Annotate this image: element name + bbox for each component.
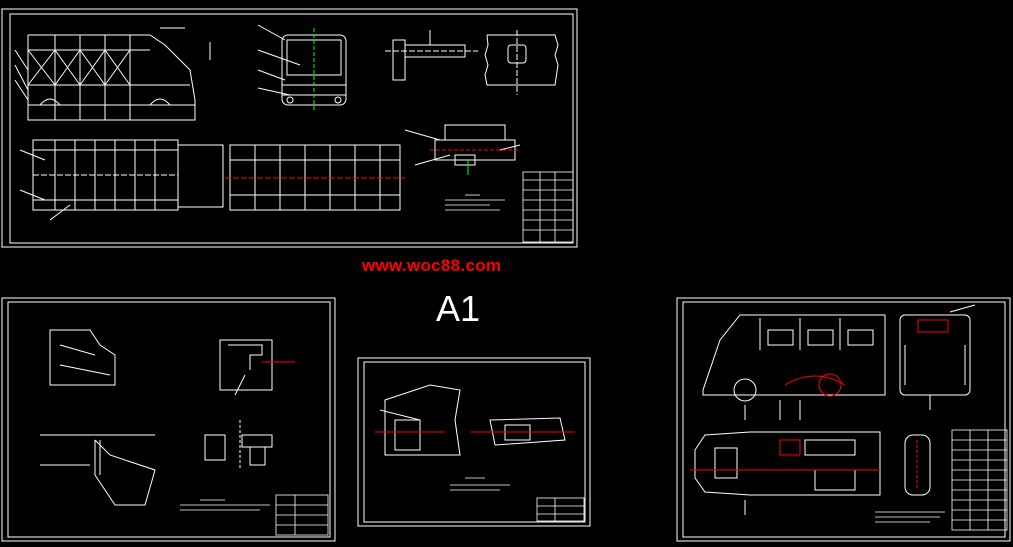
section-detail-a [385,30,478,81]
title-block-bottom-left [275,494,329,536]
vehicle-plan-view [690,431,881,515]
frame-side-view [14,27,211,121]
notes-bottom-left [180,499,270,511]
sheet-bottom-middle [357,357,591,527]
watermark-text: www.woc88.com [362,256,502,275]
sheet-top [1,8,578,248]
section-detail-c [404,124,521,175]
frame-plan-view [19,139,224,221]
frame-front-view [257,24,347,106]
sheet-size-label: A1 [436,288,481,329]
detail-view-4 [204,420,273,470]
sheet-bottom-left [1,297,336,542]
detail-view-5 [375,384,461,456]
title-block-bottom-right [951,429,1008,531]
vehicle-rear-view [899,304,976,410]
sheet-bottom-right [676,297,1011,542]
frame-plan-view-2 [225,144,405,211]
detail-view-1 [49,329,116,386]
title-block-bottom-middle [536,497,585,522]
notes-top [445,194,505,211]
detail-view-3 [40,434,156,506]
notes-bottom-right [875,511,945,523]
title-block-top [522,171,574,243]
vehicle-side-view [702,314,886,420]
detail-view-6 [470,417,575,446]
vehicle-section-view [904,434,931,496]
notes-bottom-middle [450,477,510,491]
detail-view-2 [219,339,295,396]
section-detail-b [484,30,559,95]
